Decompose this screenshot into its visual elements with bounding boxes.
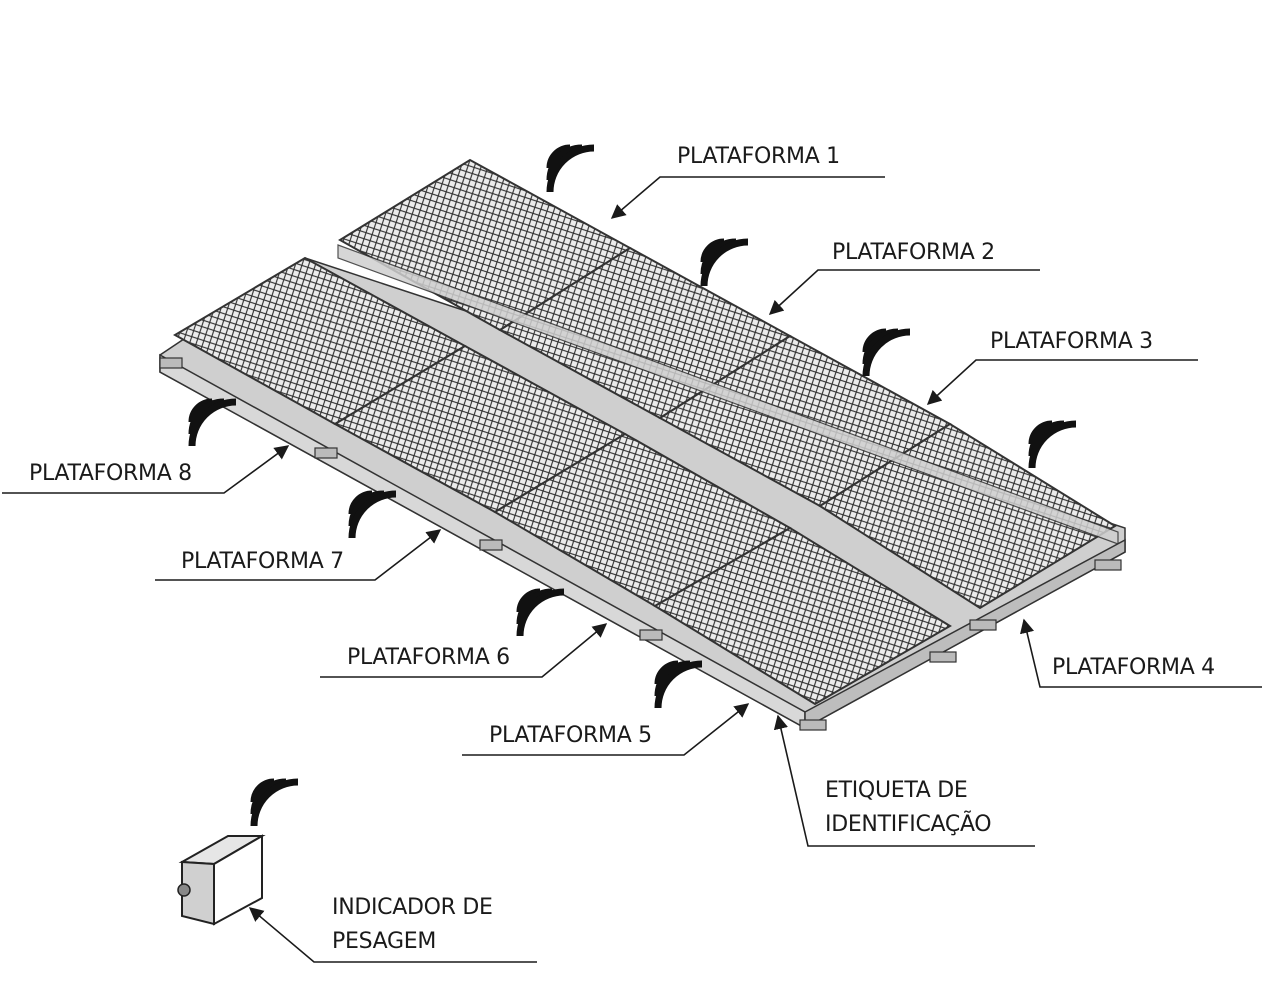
label-plataforma-1: PLATAFORMA 1 (677, 144, 840, 169)
label-etiqueta-line2: IDENTIFICAÇÃO (825, 812, 992, 837)
wireless-signal-icon (254, 782, 298, 826)
wireless-signal-icon (866, 332, 910, 376)
leader-id-tag (773, 714, 1035, 847)
label-plataforma-4: PLATAFORMA 4 (1052, 655, 1215, 680)
platform-feet (159, 357, 1122, 731)
label-plataforma-5: PLATAFORMA 5 (489, 723, 652, 748)
leader-p7 (155, 529, 442, 581)
leader-p8 (2, 445, 290, 494)
label-plataforma-7: PLATAFORMA 7 (181, 549, 344, 574)
leader-lines (2, 176, 1262, 963)
wireless-signal-icon (704, 242, 748, 286)
wireless-signal-icon (550, 148, 594, 192)
leader-p6 (320, 623, 608, 678)
leader-p3 (926, 359, 1198, 405)
label-indicador-line2: PESAGEM (332, 929, 437, 954)
platform-grid (159, 158, 1126, 731)
platform-tile-4 (818, 422, 1117, 610)
leader-p2 (768, 269, 1040, 315)
wireless-signal-icon (658, 664, 702, 708)
label-plataforma-3: PLATAFORMA 3 (990, 329, 1153, 354)
leader-p4 (1020, 618, 1262, 688)
leader-indicator (248, 907, 537, 963)
label-plataforma-6: PLATAFORMA 6 (347, 645, 510, 670)
leader-p1 (610, 176, 885, 219)
label-plataforma-8: PLATAFORMA 8 (29, 461, 192, 486)
wireless-signal-icon (520, 592, 564, 636)
label-indicador-line1: INDICADOR DE (332, 895, 493, 920)
platform-tile-5 (653, 526, 952, 706)
weighing-indicator-icon (177, 834, 266, 926)
label-etiqueta-line1: ETIQUETA DE (825, 778, 968, 803)
leader-p5 (462, 703, 750, 756)
wireless-signal-icon (352, 494, 396, 538)
label-plataforma-2: PLATAFORMA 2 (832, 240, 995, 265)
wireless-signal-icon (1032, 424, 1076, 468)
